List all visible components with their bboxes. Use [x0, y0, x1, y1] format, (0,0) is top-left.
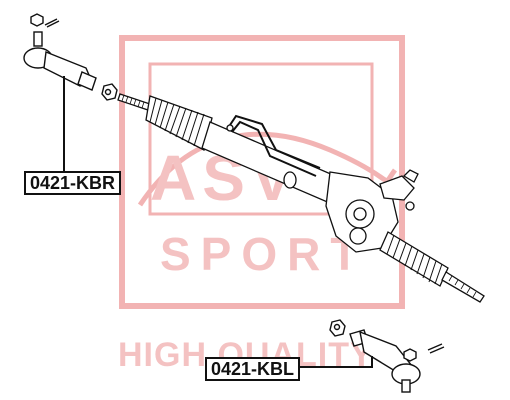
ball-stud	[33, 31, 43, 47]
input-shaft	[402, 169, 419, 183]
watermark-sport: SPORT	[160, 228, 368, 280]
rack-boot-right	[379, 231, 449, 287]
ball-stud	[401, 379, 411, 393]
watermark-frame	[119, 35, 405, 309]
hydraulic-line-2	[231, 120, 317, 177]
watermark-inner-frame	[148, 62, 374, 216]
tie-rod-end-thread	[77, 71, 97, 91]
cotter-pin-icon	[44, 18, 60, 28]
hydraulic-line-1	[227, 114, 321, 169]
steering-rack-assembly	[117, 93, 485, 303]
castle-nut-icon	[30, 13, 44, 27]
leader-line-kbl	[300, 356, 373, 368]
part-label-0421-kbl: 0421-KBL	[205, 357, 301, 381]
inner-tie-rod-right	[441, 271, 485, 303]
left-tie-rod-end	[329, 319, 445, 393]
watermark-logo-swoosh	[137, 131, 398, 207]
part-label-0421-kbr: 0421-KBR	[24, 171, 122, 195]
cotter-pin-icon	[427, 343, 445, 354]
right-tie-rod-end	[23, 13, 118, 101]
castle-nut-icon	[403, 348, 417, 362]
